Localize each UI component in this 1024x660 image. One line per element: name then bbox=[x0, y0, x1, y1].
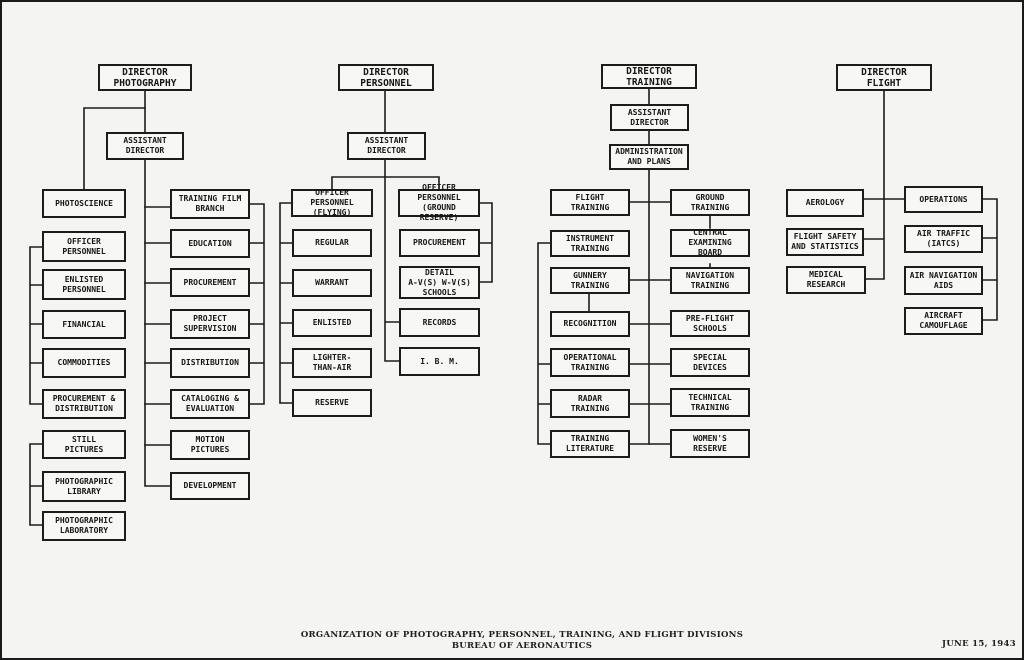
photography-assistant-director-box: ASSISTANT DIRECTOR bbox=[106, 132, 184, 160]
recognition-box: RECOGNITION bbox=[550, 311, 630, 337]
detail-schools-box: DETAIL A-V(S) W-V(S) SCHOOLS bbox=[399, 266, 480, 299]
officer-personnel-photo-box: OFFICER PERSONNEL bbox=[42, 231, 126, 262]
distribution-box: DISTRIBUTION bbox=[170, 348, 250, 378]
director-personnel-box: DIRECTOR PERSONNEL bbox=[338, 64, 434, 91]
aerology-box: AEROLOGY bbox=[786, 189, 864, 217]
photo-procurement-box: PROCUREMENT bbox=[170, 268, 250, 297]
air-navigation-aids-box: AIR NAVIGATION AIDS bbox=[904, 266, 983, 295]
air-traffic-box: AIR TRAFFIC (IATCS) bbox=[904, 225, 983, 253]
training-literature-box: TRAINING LITERATURE bbox=[550, 430, 630, 458]
officer-personnel-flying-box: OFFICER PERSONNEL (FLYING) bbox=[291, 188, 373, 217]
officer-personnel-ground-box: OFFICER PERSONNEL (GROUND RESERVE) bbox=[398, 183, 480, 222]
instrument-training-box: INSTRUMENT TRAINING bbox=[550, 230, 630, 257]
director-photography-box: DIRECTOR PHOTOGRAPHY bbox=[98, 64, 192, 91]
womens-reserve-box: WOMEN'S RESERVE bbox=[670, 429, 750, 458]
motion-pictures-box: MOTION PICTURES bbox=[170, 430, 250, 460]
chart-footer-subtitle: BUREAU OF AERONAUTICS bbox=[451, 641, 593, 651]
training-film-branch-box: TRAINING FILM BRANCH bbox=[170, 189, 250, 219]
photographic-library-box: PHOTOGRAPHIC LIBRARY bbox=[42, 471, 126, 502]
pre-flight-schools-box: PRE-FLIGHT SCHOOLS bbox=[670, 310, 750, 337]
still-pictures-box: STILL PICTURES bbox=[42, 430, 126, 459]
chart-date: JUNE 15, 1943 bbox=[942, 639, 1016, 649]
photographic-laboratory-box: PHOTOGRAPHIC LABORATORY bbox=[42, 511, 126, 541]
education-box: EDUCATION bbox=[170, 229, 250, 258]
development-box: DEVELOPMENT bbox=[170, 472, 250, 500]
director-training-box: DIRECTOR TRAINING bbox=[601, 64, 697, 89]
enlisted-personnel-box: ENLISTED PERSONNEL bbox=[42, 269, 126, 300]
ground-training-box: GROUND TRAINING bbox=[670, 189, 750, 216]
special-devices-box: SPECIAL DEVICES bbox=[670, 348, 750, 377]
aircraft-camouflage-box: AIRCRAFT CAMOUFLAGE bbox=[904, 307, 983, 335]
regular-box: REGULAR bbox=[292, 229, 372, 257]
technical-training-box: TECHNICAL TRAINING bbox=[670, 388, 750, 417]
flight-training-box: FLIGHT TRAINING bbox=[550, 189, 630, 216]
training-assistant-director-box: ASSISTANT DIRECTOR bbox=[610, 104, 689, 131]
procurement-distribution-box: PROCUREMENT & DISTRIBUTION bbox=[42, 389, 126, 419]
medical-research-box: MEDICAL RESEARCH bbox=[786, 266, 866, 294]
flight-safety-statistics-box: FLIGHT SAFETY AND STATISTICS bbox=[786, 228, 864, 256]
personnel-procurement-box: PROCUREMENT bbox=[399, 229, 480, 257]
financial-box: FINANCIAL bbox=[42, 310, 126, 339]
warrant-box: WARRANT bbox=[292, 269, 372, 297]
enlisted-box: ENLISTED bbox=[292, 309, 372, 337]
director-flight-box: DIRECTOR FLIGHT bbox=[836, 64, 932, 91]
central-examining-board-box: CENTRAL EXAMINING BOARD bbox=[670, 228, 750, 257]
personnel-assistant-director-box: ASSISTANT DIRECTOR bbox=[347, 132, 426, 160]
ibm-box: I. B. M. bbox=[399, 347, 480, 376]
lighter-than-air-box: LIGHTER- THAN-AIR bbox=[292, 348, 372, 378]
chart-footer-title: ORGANIZATION OF PHOTOGRAPHY, PERSONNEL, … bbox=[300, 630, 744, 640]
records-box: RECORDS bbox=[399, 308, 480, 337]
cataloging-evaluation-box: CATALOGING & EVALUATION bbox=[170, 389, 250, 419]
photoscience-box: PHOTOSCIENCE bbox=[42, 189, 126, 218]
project-supervision-box: PROJECT SUPERVISION bbox=[170, 309, 250, 339]
administration-plans-box: ADMINISTRATION AND PLANS bbox=[609, 144, 689, 170]
gunnery-training-box: GUNNERY TRAINING bbox=[550, 267, 630, 294]
reserve-box: RESERVE bbox=[292, 389, 372, 417]
navigation-training-box: NAVIGATION TRAINING bbox=[670, 267, 750, 294]
operational-training-box: OPERATIONAL TRAINING bbox=[550, 348, 630, 377]
operations-box: OPERATIONS bbox=[904, 186, 983, 213]
commodities-box: COMMODITIES bbox=[42, 348, 126, 378]
radar-training-box: RADAR TRAINING bbox=[550, 389, 630, 418]
